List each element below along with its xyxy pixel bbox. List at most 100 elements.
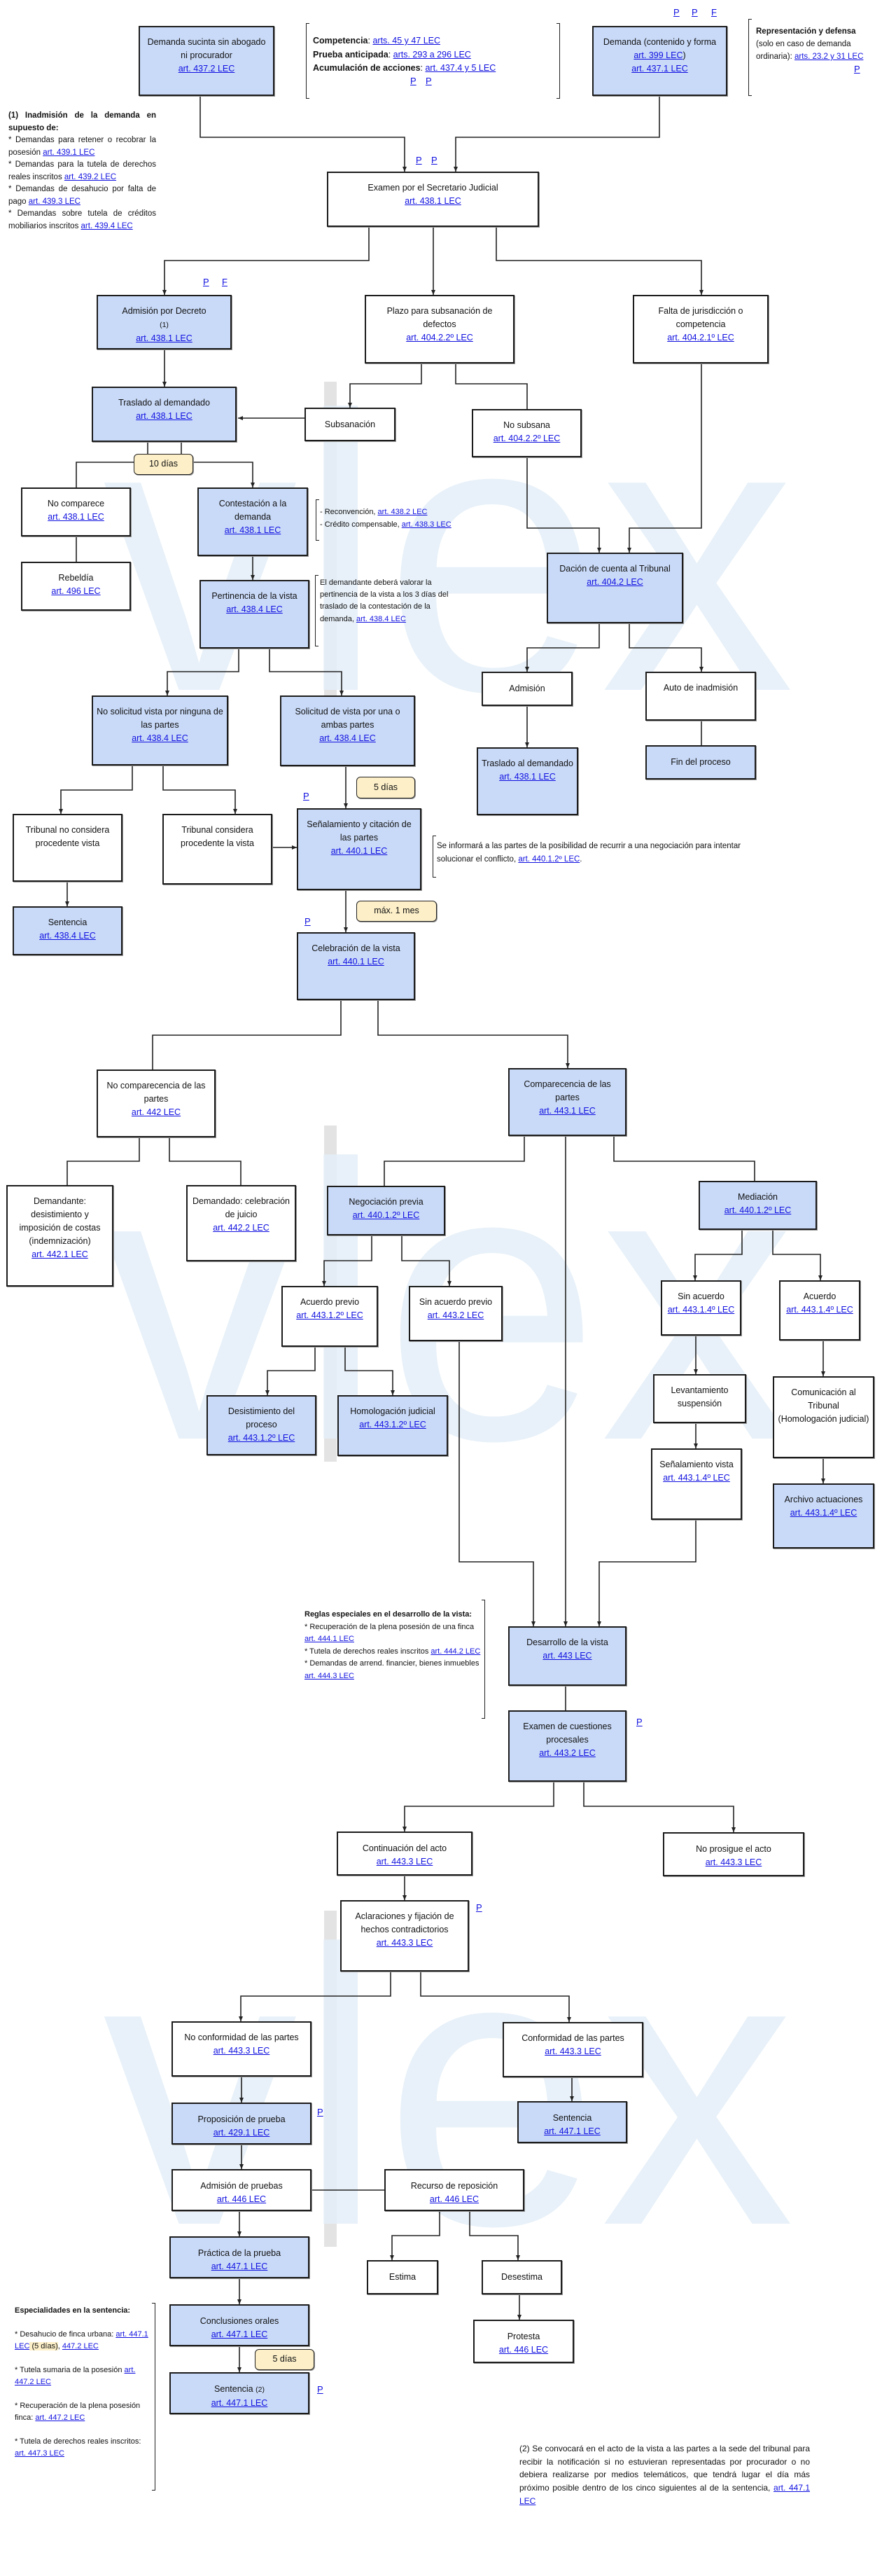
practice-link[interactable]: P	[476, 1902, 482, 1913]
article-link[interactable]: art. 447.1 LEC	[544, 2126, 601, 2136]
practice-link[interactable]: P	[416, 155, 422, 165]
step-comunicacion: Comunicación al Tribunal (Homologación j…	[773, 1376, 874, 1458]
article-link[interactable]: art. 438.1 LEC	[136, 333, 192, 343]
article-link[interactable]: art. 443.1.4º LEC	[786, 1305, 853, 1315]
article-link[interactable]: art. 443.3 LEC	[213, 2046, 270, 2056]
connector-arrow	[629, 623, 704, 672]
article-link[interactable]: art. 442.2 LEC	[213, 1223, 270, 1233]
connector-arrow	[420, 1972, 571, 2022]
article-link[interactable]: art. 437.2 LEC	[178, 64, 235, 74]
article-link[interactable]: art. 443.1.4º LEC	[663, 1473, 730, 1483]
article-link[interactable]: art. 443.1.2º LEC	[227, 1433, 295, 1443]
article-link[interactable]: art. 439.1 LEC	[43, 148, 95, 157]
article-link[interactable]: art. 440.1.2º LEC	[352, 1210, 420, 1220]
article-link[interactable]: arts. 293 a 296 LEC	[393, 49, 471, 60]
article-link[interactable]: art. 438.1 LEC	[224, 525, 281, 535]
article-link[interactable]: art. 438.4 LEC	[39, 931, 96, 941]
article-link[interactable]: art. 447.1 LEC	[211, 2329, 268, 2339]
step-title: Solicitud de vista por una o ambas parte…	[295, 707, 400, 730]
article-link[interactable]: art. 443.2 LEC	[539, 1748, 596, 1758]
practice-link[interactable]: P	[426, 76, 432, 86]
article-link[interactable]: art. 440.1.2º LEC	[724, 1205, 792, 1215]
article-link[interactable]: art. 444.1 LEC	[304, 1635, 354, 1643]
article-link[interactable]: art. 447.1 LEC	[211, 2262, 268, 2271]
article-link[interactable]: art. 438.1 LEC	[136, 411, 192, 421]
step-title: Homologación judicial	[350, 1406, 435, 1416]
article-link[interactable]: art. 437.4 y 5 LEC	[425, 63, 496, 73]
article-link[interactable]: art. 447.1 LEC	[211, 2398, 268, 2408]
article-link[interactable]: art. 440.1 LEC	[328, 957, 384, 967]
article-link[interactable]: art. 443.3 LEC	[376, 1857, 433, 1867]
practice-link[interactable]: P	[303, 791, 309, 801]
step-admision2: Admisión	[482, 672, 573, 706]
practice-link[interactable]: P	[431, 155, 438, 165]
form-link[interactable]: F	[222, 277, 227, 287]
article-link[interactable]: art. 438.3 LEC	[401, 520, 451, 529]
article-link[interactable]: art. 442.1 LEC	[31, 1249, 88, 1259]
article-link[interactable]: art. 444.2 LEC	[430, 1647, 481, 1656]
article-link[interactable]: art. 404.2.2º LEC	[493, 434, 561, 443]
article-link[interactable]: art. 443.3 LEC	[376, 1938, 433, 1948]
article-link[interactable]: art. 443.1 LEC	[539, 1106, 596, 1116]
article-link[interactable]: art. 404.2 LEC	[587, 577, 643, 587]
article-link[interactable]: art. 438.4 LEC	[132, 733, 188, 743]
article-link[interactable]: art. 404.2.2º LEC	[406, 333, 473, 342]
practice-link[interactable]: P	[317, 2384, 323, 2395]
article-link[interactable]: 447.2 LEC	[62, 2342, 99, 2350]
article-link[interactable]: art. 438.1 LEC	[499, 772, 556, 782]
article-link[interactable]: art. 404.2.1º LEC	[667, 333, 734, 342]
article-link[interactable]: art. 446 LEC	[498, 2345, 549, 2355]
article-link[interactable]: art. 440.1.2º LEC	[518, 855, 580, 864]
article-link[interactable]: art. 447.3 LEC	[15, 2449, 64, 2458]
article-link[interactable]: art. 443.3 LEC	[705, 1857, 762, 1867]
article-link[interactable]: art. 439.4 LEC	[80, 221, 133, 230]
practice-link[interactable]: P	[636, 1717, 643, 1727]
article-link[interactable]: art. 443.1.4º LEC	[790, 1508, 858, 1518]
article-link[interactable]: arts. 23.2 y 31 LEC	[794, 53, 864, 61]
article-link[interactable]: art. 438.2 LEC	[377, 508, 428, 516]
article-link[interactable]: art. 438.4 LEC	[319, 733, 376, 743]
practice-link[interactable]: P	[673, 7, 680, 18]
article-link[interactable]: art. 438.4 LEC	[356, 614, 406, 623]
article-link[interactable]: art. 438.1 LEC	[48, 512, 104, 522]
article-link[interactable]: art. 446 LEC	[429, 2194, 479, 2204]
article-link[interactable]: art. 439.2 LEC	[64, 172, 117, 181]
article-link[interactable]: art. 447.2 LEC	[15, 2366, 136, 2386]
article-link[interactable]: art. 399 LEC	[634, 50, 683, 60]
article-link[interactable]: art. 443.1.4º LEC	[667, 1305, 735, 1315]
article-link[interactable]: art. 440.1 LEC	[330, 846, 388, 856]
connector-arrow	[458, 1341, 536, 1626]
article-link[interactable]: art. 447.1 LEC	[15, 2330, 148, 2350]
article-link[interactable]: art. 443 LEC	[542, 1651, 592, 1661]
article-link[interactable]: art. 439.3 LEC	[28, 197, 80, 206]
practice-link[interactable]: P	[203, 277, 209, 287]
article-link[interactable]: art. 437.1 LEC	[631, 64, 688, 74]
article-link[interactable]: art. 429.1 LEC	[213, 2128, 270, 2138]
article-link[interactable]: art. 443.1.2º LEC	[296, 1310, 363, 1320]
article-link[interactable]: art. 443.3 LEC	[545, 2047, 601, 2056]
practice-link[interactable]: P	[692, 7, 698, 18]
article-link[interactable]: art. 444.3 LEC	[304, 1671, 354, 1680]
practice-link[interactable]: P	[410, 76, 416, 86]
article-link[interactable]: art. 447.1 LEC	[519, 2483, 811, 2506]
article-link[interactable]: art. 496 LEC	[51, 586, 101, 596]
article-link[interactable]: art. 442 LEC	[131, 1107, 181, 1117]
article-link[interactable]: art. 443.2 LEC	[427, 1310, 484, 1320]
step-title: Levantamiento suspensión	[671, 1385, 729, 1408]
article-link[interactable]: art. 447.2 LEC	[35, 2414, 85, 2422]
form-link[interactable]: F	[711, 7, 717, 18]
article-link[interactable]: art. 438.4 LEC	[226, 604, 283, 614]
article-link[interactable]: art. 446 LEC	[216, 2194, 267, 2204]
article-link[interactable]: arts. 45 y 47 LEC	[372, 36, 441, 46]
article-link[interactable]: art. 438.1 LEC	[405, 196, 461, 206]
practice-link[interactable]: P	[304, 916, 311, 927]
practice-link[interactable]: P	[854, 64, 860, 74]
article-link[interactable]: art. 443.1.2º LEC	[359, 1420, 426, 1429]
practice-link[interactable]: P	[317, 2107, 323, 2117]
connector-arrow	[377, 1000, 570, 1068]
